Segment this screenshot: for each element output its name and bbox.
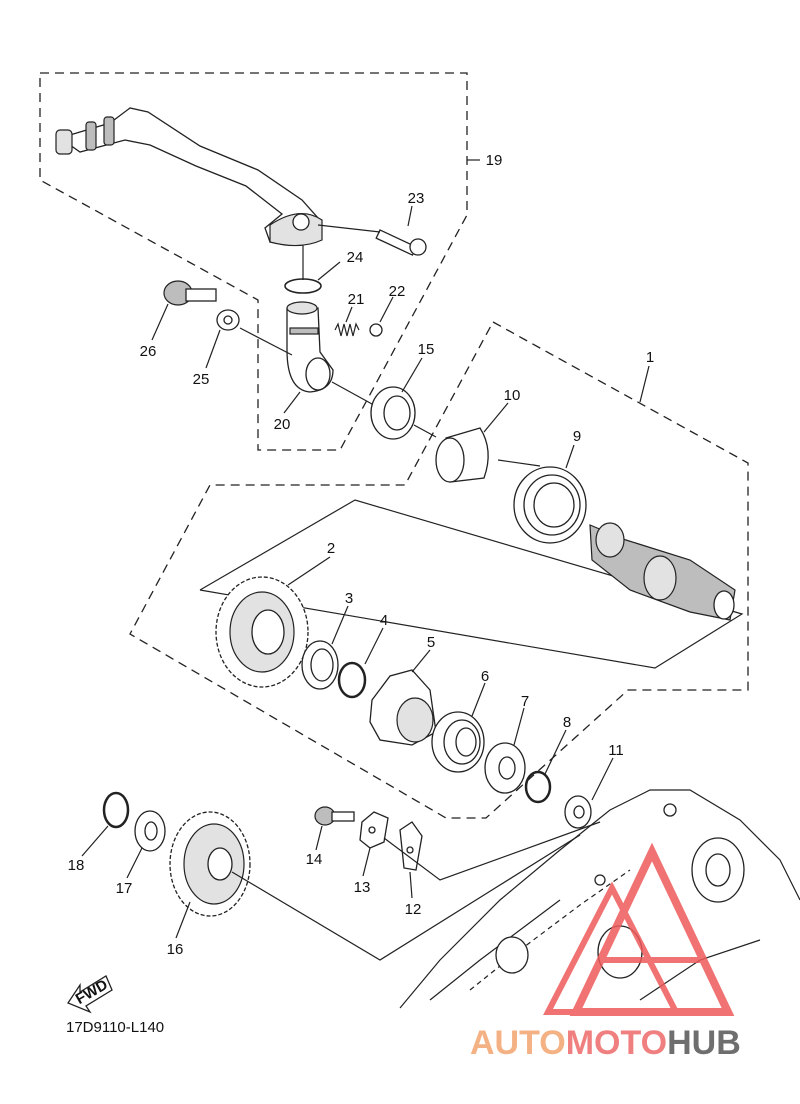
callout-18: 18 (68, 857, 85, 874)
fwd-arrow-icon: FWD (67, 975, 113, 1014)
washer-7 (484, 742, 526, 794)
callout-6: 6 (481, 668, 489, 685)
circlip-8 (524, 770, 552, 804)
watermark-hub: HUB (667, 1024, 741, 1062)
idle-gear-16 (169, 811, 251, 917)
callout-15: 15 (418, 341, 435, 358)
collar-10 (435, 427, 489, 483)
callout-23: 23 (408, 190, 425, 207)
o-ring-24 (284, 278, 322, 294)
callout-20: 20 (274, 416, 291, 433)
callout-7: 7 (521, 693, 529, 710)
logo-triangle-inner (543, 881, 681, 1015)
callout-8: 8 (563, 714, 571, 731)
callout-10: 10 (504, 387, 521, 404)
washer-3 (301, 640, 339, 690)
callout-13: 13 (354, 879, 371, 896)
diagram-code: 17D9110-L140 (66, 1019, 164, 1036)
ball-22 (369, 323, 383, 337)
guide-12 (399, 821, 423, 871)
bolt-14 (314, 806, 355, 826)
bolt-23 (317, 224, 427, 256)
callout-11: 11 (608, 742, 624, 759)
crankcase-outline (399, 789, 800, 1009)
kick-shaft-assembly-boundary (129, 321, 749, 819)
watermark-text: AUTOMOTOHUB (470, 1024, 741, 1062)
callout-4: 4 (380, 612, 388, 629)
callout-19: 19 (486, 152, 503, 169)
callout-3: 3 (345, 590, 353, 607)
callout-leaders (81, 159, 650, 939)
callout-12: 12 (405, 901, 422, 918)
bolt-26 (163, 280, 217, 306)
callout-14: 14 (306, 851, 323, 868)
callout-21: 21 (348, 291, 365, 308)
spring-6 (431, 711, 485, 773)
plate-13 (359, 811, 389, 849)
watermark-auto: AUTO (470, 1024, 566, 1062)
callout-labels: 1 2 3 4 5 6 7 8 9 10 11 12 13 14 15 16 1… (68, 152, 655, 958)
callout-17: 17 (116, 880, 133, 897)
callout-9: 9 (573, 428, 581, 445)
washer-11 (564, 795, 592, 829)
automotohub-logo (543, 842, 735, 1016)
callout-5: 5 (427, 634, 435, 651)
callout-26: 26 (140, 343, 157, 360)
callout-22: 22 (389, 283, 406, 300)
circlip-18 (102, 791, 130, 829)
kick-lever (55, 107, 323, 247)
callout-2: 2 (327, 540, 335, 557)
torsion-spring-9 (497, 459, 587, 544)
callout-24: 24 (347, 249, 364, 266)
circlip-4 (337, 661, 367, 699)
oil-seal-15 (370, 386, 416, 440)
kick-boss-20 (286, 301, 334, 393)
watermark-moto: MOTO (566, 1024, 667, 1062)
callout-16: 16 (167, 941, 184, 958)
kick-gear-2 (215, 576, 309, 688)
washer-17 (134, 810, 166, 852)
kick-shaft (589, 522, 736, 621)
kick-lever-assembly-boundary (39, 72, 468, 451)
washer-25 (216, 309, 240, 331)
ratchet-5 (369, 669, 437, 746)
callout-25: 25 (193, 371, 210, 388)
callout-1: 1 (646, 349, 654, 366)
spring-21 (334, 322, 360, 337)
